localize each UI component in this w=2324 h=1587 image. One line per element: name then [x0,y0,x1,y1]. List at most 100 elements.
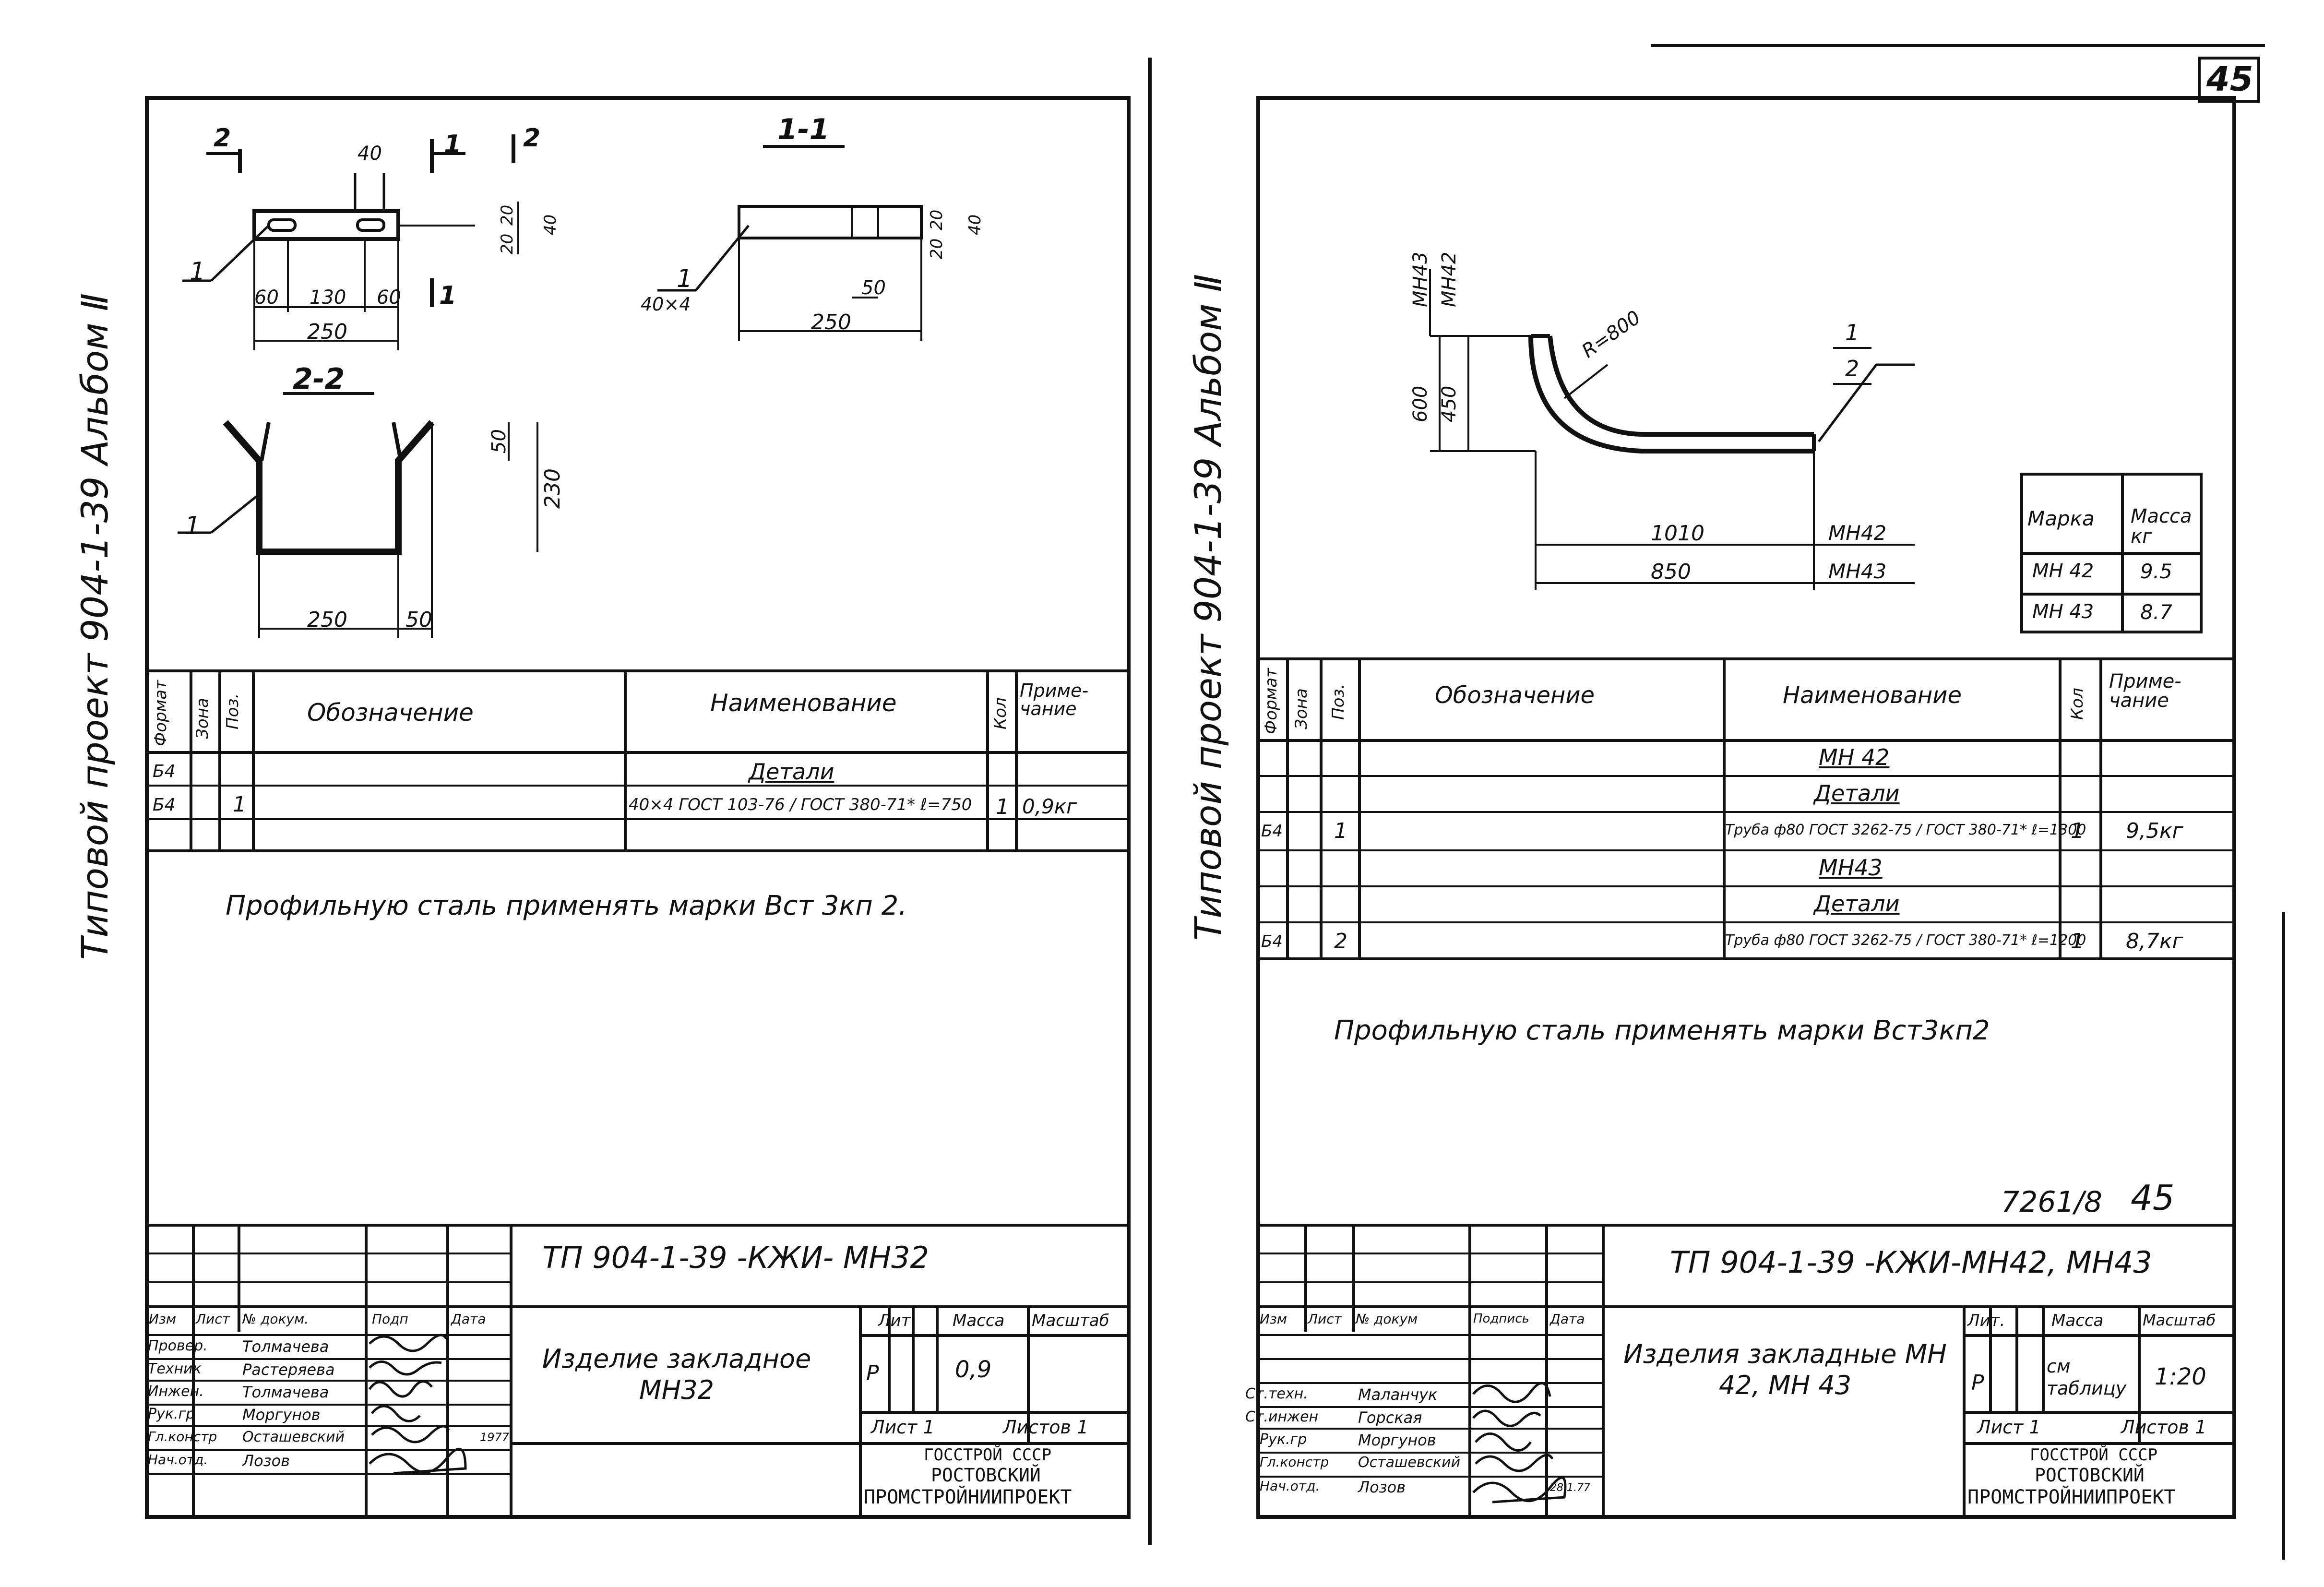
right-name-1: Горская [1358,1408,1422,1427]
left-role-0: Провер. [148,1337,208,1354]
right-spec-r1-name: Детали [1814,780,1900,806]
right-spec-r3-name: МН43 [1819,855,1883,881]
right-org-line3: ПРОМСТРОЙНИИПРОЕКТ [1967,1486,2176,1508]
left-spec-r1-format: Б4 [153,795,176,815]
left-dim-60b: 60 [377,286,401,309]
right-archive-page: 45 [2131,1178,2175,1218]
right-role-1: Ст.инжен [1245,1408,1319,1425]
right-dim-850: 850 [1651,560,1691,584]
left-org-line2: РОСТОВСКИЙ [931,1465,1041,1486]
right-spec-h-note: Приме-чание [2109,670,2181,712]
left-spec-r1-pos: 1 [233,792,246,817]
left-date-mark: 1977 [480,1431,510,1444]
left-name-5: Лозов [242,1452,290,1470]
right-pos-1: 1 [1845,320,1859,346]
left-dim-250b: 250 [811,310,851,334]
left-col-list: Лист [196,1311,230,1327]
left-role-5: Нач.отд. [148,1452,208,1468]
left-view-1-1: 1-1 [777,113,830,146]
right-spec-r5-format: Б4 [1261,932,1283,951]
left-sheet-no: Лист 1 [871,1417,935,1438]
left-item-name: Изделие закладное МН32 [542,1344,811,1405]
left-note: Профильную сталь применять марки Вст 3кп… [226,890,907,921]
left-spec-r0-name: Детали [749,759,834,785]
right-mass-r0-mark: МН 42 [2032,560,2094,582]
right-spec-r5-note: 8,7кг [2126,929,2183,954]
right-spec-h-designation: Обозначение [1435,682,1595,709]
page-number-box [2198,57,2260,103]
left-dim-60a: 60 [254,286,279,309]
right-role-0: Ст.техн. [1245,1385,1308,1402]
left-name-4: Осташевский [242,1429,345,1445]
right-sheet-frame [1256,96,2236,1519]
right-dim-1010: 1010 [1651,521,1704,546]
left-mass-header: Масса [953,1311,1005,1330]
left-view-2-2: 2-2 [293,362,345,396]
left-spec-r1-name: 40×4 ГОСТ 103-76 / ГОСТ 380-71* ℓ=750 [629,795,972,814]
right-note: Профильную сталь применять марки Вст3кп2 [1334,1015,1990,1046]
right-lit-value: Р [1971,1371,1984,1395]
plate-section-11 [738,205,923,239]
right-mass-r1-mark: МН 43 [2032,601,2094,623]
left-section-2-top: 2 [214,124,231,153]
left-section-1-bottom: 1 [439,281,457,310]
hole-left [267,218,297,232]
left-spec-r1-qty: 1 [996,795,1009,819]
left-col-izm: Изм [149,1311,176,1327]
right-name-2: Моргунов [1358,1431,1436,1449]
right-spec-r0-name: МН 42 [1819,744,1890,770]
right-org-line1: ГОССТРОЙ СССР [2030,1445,2158,1465]
left-role-4: Гл.констр [148,1429,217,1444]
right-col-date: Дата [1550,1311,1585,1327]
right-spec-r2-pos: 1 [1334,819,1347,843]
left-name-1: Растеряева [242,1360,335,1379]
left-role-1: Техник [148,1360,202,1377]
hole-right [356,218,385,232]
right-mass-h-mark: Марка [2027,507,2095,530]
left-dim-40: 40 [358,143,382,165]
right-spec-r4-name: Детали [1814,891,1900,917]
left-spec-h-designation: Обозначение [307,699,474,727]
right-scale-value: 1:20 [2155,1363,2206,1390]
left-name-2: Толмачева [242,1383,329,1401]
right-item-name: Изделия закладные МН 42, МН 43 [1623,1339,1947,1400]
right-lit-header: Лит. [1967,1311,2005,1330]
left-col-date: Дата [451,1311,486,1327]
right-name-0: Маланчук [1358,1385,1438,1404]
left-scale-header: Масштаб [1032,1311,1109,1330]
right-role-2: Рук.гр [1260,1431,1307,1448]
left-org-line1: ГОССТРОЙ СССР [924,1445,1052,1465]
right-spec-h-name: Наименование [1783,682,1962,709]
left-pos1-c: 1 [185,512,201,540]
page-number: 45 [2206,60,2253,99]
left-name-0: Толмачева [242,1337,329,1356]
left-lit-value: Р [866,1361,879,1385]
left-spec-h-name: Наименование [710,689,897,717]
leader-pos1b [695,225,750,291]
radius-leader [1563,364,1609,399]
right-spec-r5-qty: 1 [2071,929,2084,954]
left-dim-50c: 50 [405,608,432,632]
right-spec-r2-qty: 1 [2071,819,2084,843]
left-sheets-total: Листов 1 [1003,1417,1089,1438]
right-name-4: Лозов [1358,1478,1406,1496]
right-date-mark: 28.1.77 [1550,1482,1590,1494]
right-mass-r1-value: 8.7 [2140,600,2172,624]
left-pos1-b: 1 [677,264,693,293]
left-spec-r0-format: Б4 [153,762,176,781]
left-col-doc: № докум. [242,1311,309,1327]
left-spec-h-note: Приме-чание [1020,680,1089,719]
right-mass-r0-value: 9.5 [2140,560,2172,583]
left-col-sign: Подп [372,1311,408,1327]
right-spec-r2-name: Труба ф80 ГОСТ 3262-75 / ГОСТ 380-71* ℓ=… [1725,822,2086,838]
right-scale-header: Масштаб [2143,1311,2216,1329]
left-dim-130: 130 [310,286,346,309]
right-col-list: Лист [1308,1311,1342,1327]
right-role-4: Нач.отд. [1260,1478,1320,1494]
right-role-3: Гл.констр [1260,1454,1329,1470]
left-lit-header: Лит [878,1311,911,1330]
